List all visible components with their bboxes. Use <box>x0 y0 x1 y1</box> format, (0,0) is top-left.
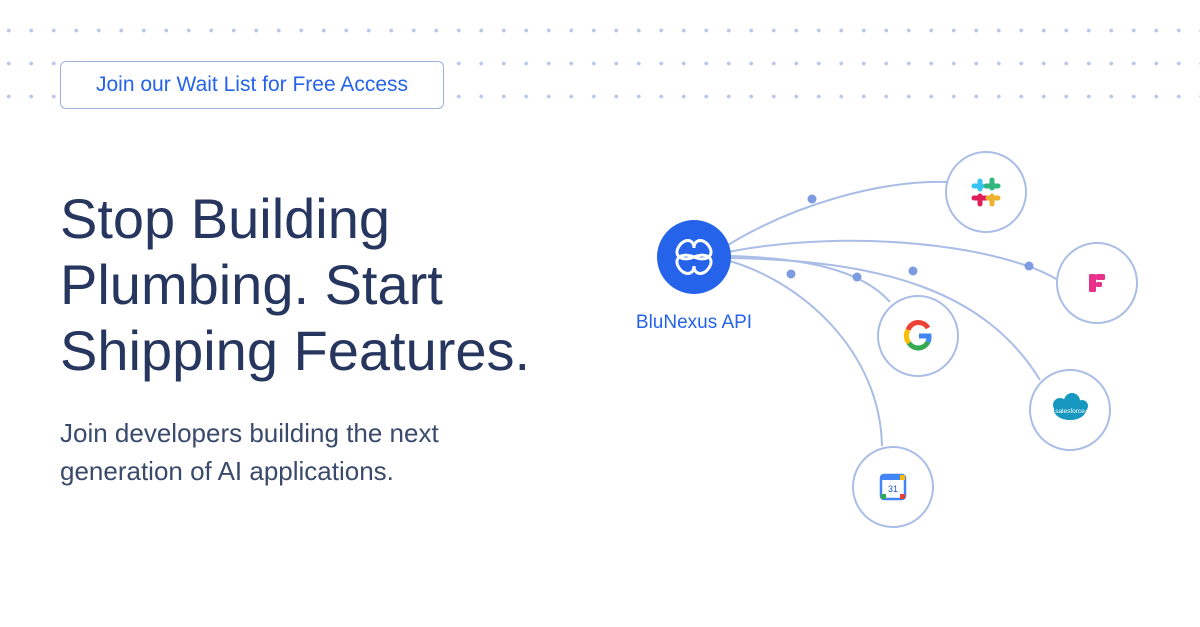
calendar-day: 31 <box>888 484 898 494</box>
connector-dot <box>908 266 918 276</box>
hub-label: BluNexus API <box>636 312 752 333</box>
connector-dot <box>786 269 796 279</box>
connector-dots <box>786 194 1034 282</box>
connector-dot <box>1024 261 1034 271</box>
blunexus-hub: BluNexus API <box>636 220 752 333</box>
google-icon <box>903 320 932 351</box>
integration-salesforce: salesforce <box>1029 369 1111 451</box>
headline-line: Plumbing. Start <box>60 253 443 316</box>
headline-line: Shipping Features. <box>60 319 531 382</box>
headline: Stop Building Plumbing. Start Shipping F… <box>60 186 620 384</box>
salesforce-wordmark: salesforce <box>1055 408 1085 415</box>
connector-google <box>729 255 891 303</box>
connector-dot <box>807 194 817 204</box>
subtitle: Join developers building the next genera… <box>60 414 540 490</box>
join-waitlist-button[interactable]: Join our Wait List for Free Access <box>60 61 444 109</box>
connector-lines <box>719 180 1059 447</box>
slack-icon <box>971 177 1001 207</box>
blunexus-logo-icon <box>675 239 713 275</box>
google-calendar-icon: 31 <box>879 473 907 501</box>
subtitle-line: generation of AI applications. <box>60 456 394 486</box>
connector-dot <box>852 272 862 282</box>
integration-slack <box>945 151 1027 233</box>
headline-line: Stop Building <box>60 187 391 250</box>
subtitle-line: Join developers building the next <box>60 418 439 448</box>
integration-google <box>877 295 959 377</box>
salesforce-icon: salesforce <box>1053 393 1088 420</box>
connector-slack <box>719 180 948 251</box>
integration-figma <box>1056 242 1138 324</box>
integration-google-calendar: 31 <box>852 446 934 528</box>
connector-calendar <box>725 259 883 447</box>
connector-salesforce <box>727 257 1041 381</box>
figma-icon <box>1089 274 1105 292</box>
